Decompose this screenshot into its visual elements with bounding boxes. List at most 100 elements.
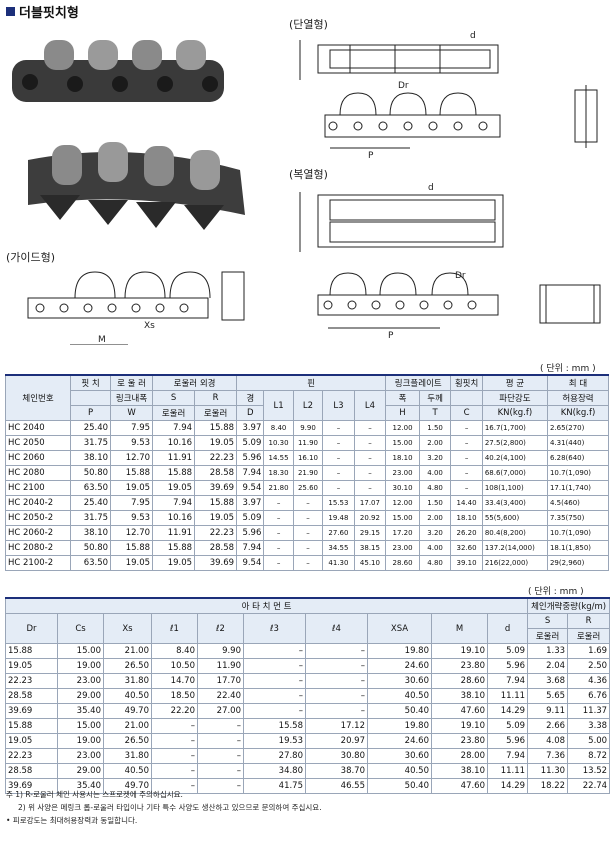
spec-th-p: P — [70, 405, 112, 421]
spec-cell: 3.97 — [236, 495, 265, 511]
spec-th-plate: 링크플레이트 — [385, 374, 452, 391]
spec-cell: 41.30 — [322, 555, 355, 571]
spec-cell: 6.28(640) — [546, 450, 610, 466]
double-row-label: (복열형) — [289, 168, 328, 181]
spec-cell: 22.23 — [194, 525, 238, 541]
spec-cell: – — [263, 510, 294, 526]
spec-cell: 10.30 — [263, 435, 294, 451]
spec-cell: 2.00 — [418, 435, 452, 451]
attach-cell: 5.96 — [486, 733, 529, 749]
spec-th-thick: 두께 — [418, 390, 452, 406]
spec-header-row1: 체인번호 핏 치 로 울 러 로울러 외경 핀 링크플레이트 횡핏치 평 균 최… — [4, 374, 610, 421]
spec-cell: 1.50 — [418, 495, 452, 511]
spec-cell: 19.05 — [110, 480, 154, 496]
attach-cell: – — [305, 673, 368, 689]
chain-drawings: P d Dr P d Dr M Xs — [12, 31, 601, 345]
spec-cell: – — [263, 525, 294, 541]
attach-cell: 24.60 — [367, 658, 432, 674]
attach-cell: 6.76 — [567, 688, 611, 704]
attach-cell: 19.10 — [431, 718, 488, 734]
attach-cell: 26.50 — [103, 658, 152, 674]
attach-cell: 8.72 — [567, 748, 611, 764]
spec-cell: 216(22,000) — [481, 555, 548, 571]
spec-cell: 15.00 — [385, 510, 420, 526]
spec-cell: HC 2080 — [4, 465, 72, 481]
spec-cell: 5.09 — [236, 510, 265, 526]
attach-cell: 11.90 — [197, 658, 244, 674]
spec-cell: 32.60 — [450, 540, 483, 556]
attach-th-r: R — [567, 613, 611, 629]
attach-cell: 7.94 — [486, 673, 529, 689]
spec-th-dia: 경 — [236, 390, 265, 406]
spec-cell: 8.40 — [263, 420, 294, 436]
attach-cell: – — [243, 688, 306, 704]
attach-cell: 19.80 — [367, 718, 432, 734]
spec-cell: 40.2(4,100) — [481, 450, 548, 466]
attach-cell: 21.00 — [103, 718, 152, 734]
attach-th-r-roller: 로울러 — [567, 628, 611, 644]
attach-cell: 11.11 — [486, 688, 529, 704]
spec-cell: 20.92 — [353, 510, 387, 526]
attach-cell: – — [243, 643, 306, 659]
spec-cell: 26.20 — [450, 525, 483, 541]
spec-cell: 19.05 — [194, 435, 238, 451]
attach-cell: 49.70 — [103, 703, 152, 719]
attach-cell: – — [197, 763, 244, 779]
spec-cell: 38.15 — [353, 540, 387, 556]
spec-th-allow: 허용장력 — [546, 390, 610, 406]
attach-cell: 30.60 — [367, 673, 432, 689]
spec-cell: 28.58 — [194, 540, 238, 556]
attach-th-l3: ℓ3 — [243, 613, 306, 644]
spec-cell: – — [450, 450, 483, 466]
spec-cell: 12.70 — [110, 450, 154, 466]
spec-cell: 4.00 — [418, 465, 452, 481]
spec-cell: 68.6(7,000) — [481, 465, 548, 481]
attach-cell: 15.88 — [5, 643, 58, 659]
attach-cell: 28.58 — [5, 763, 58, 779]
spec-cell: 19.05 — [110, 555, 154, 571]
attach-cell: 29.00 — [57, 763, 104, 779]
attach-cell: 27.00 — [197, 703, 244, 719]
spec-cell: 29.15 — [353, 525, 387, 541]
spec-cell: HC 2060 — [4, 450, 72, 466]
attach-cell: 50.40 — [367, 703, 432, 719]
attach-cell: 19.00 — [57, 733, 104, 749]
spec-cell: 10.7(1,090) — [546, 525, 610, 541]
spec-th-c-empty — [450, 390, 483, 406]
attach-cell: – — [197, 718, 244, 734]
spec-cell: 80.4(8,200) — [481, 525, 548, 541]
spec-cell: 7.94 — [152, 420, 196, 436]
attach-cell: – — [305, 703, 368, 719]
spec-cell: – — [450, 435, 483, 451]
spec-th-kn1: KN(kg.f) — [481, 405, 548, 421]
spec-cell: 17.20 — [385, 525, 420, 541]
attach-cell: 15.88 — [5, 718, 58, 734]
attach-cell: 50.40 — [367, 778, 432, 794]
spec-th-r: R — [194, 390, 238, 406]
spec-cell: 27.5(2,800) — [481, 435, 548, 451]
attach-th-xsa: XSA — [367, 613, 432, 644]
attach-cell: 11.30 — [527, 763, 569, 779]
attach-cell: 5.09 — [486, 718, 529, 734]
spec-cell: – — [292, 525, 324, 541]
attach-cell: 30.80 — [305, 748, 368, 764]
attach-cell: 40.50 — [367, 688, 432, 704]
attach-cell: 27.80 — [243, 748, 306, 764]
spec-cell: 7.94 — [236, 465, 265, 481]
spec-cell: 15.88 — [194, 420, 238, 436]
spec-th-width: 폭 — [385, 390, 420, 406]
spec-cell: 11.91 — [152, 525, 196, 541]
spec-cell: 15.00 — [385, 435, 420, 451]
spec-cell: 7.94 — [152, 495, 196, 511]
attach-cell: 49.70 — [103, 778, 152, 794]
spec-cell: 39.69 — [194, 555, 238, 571]
